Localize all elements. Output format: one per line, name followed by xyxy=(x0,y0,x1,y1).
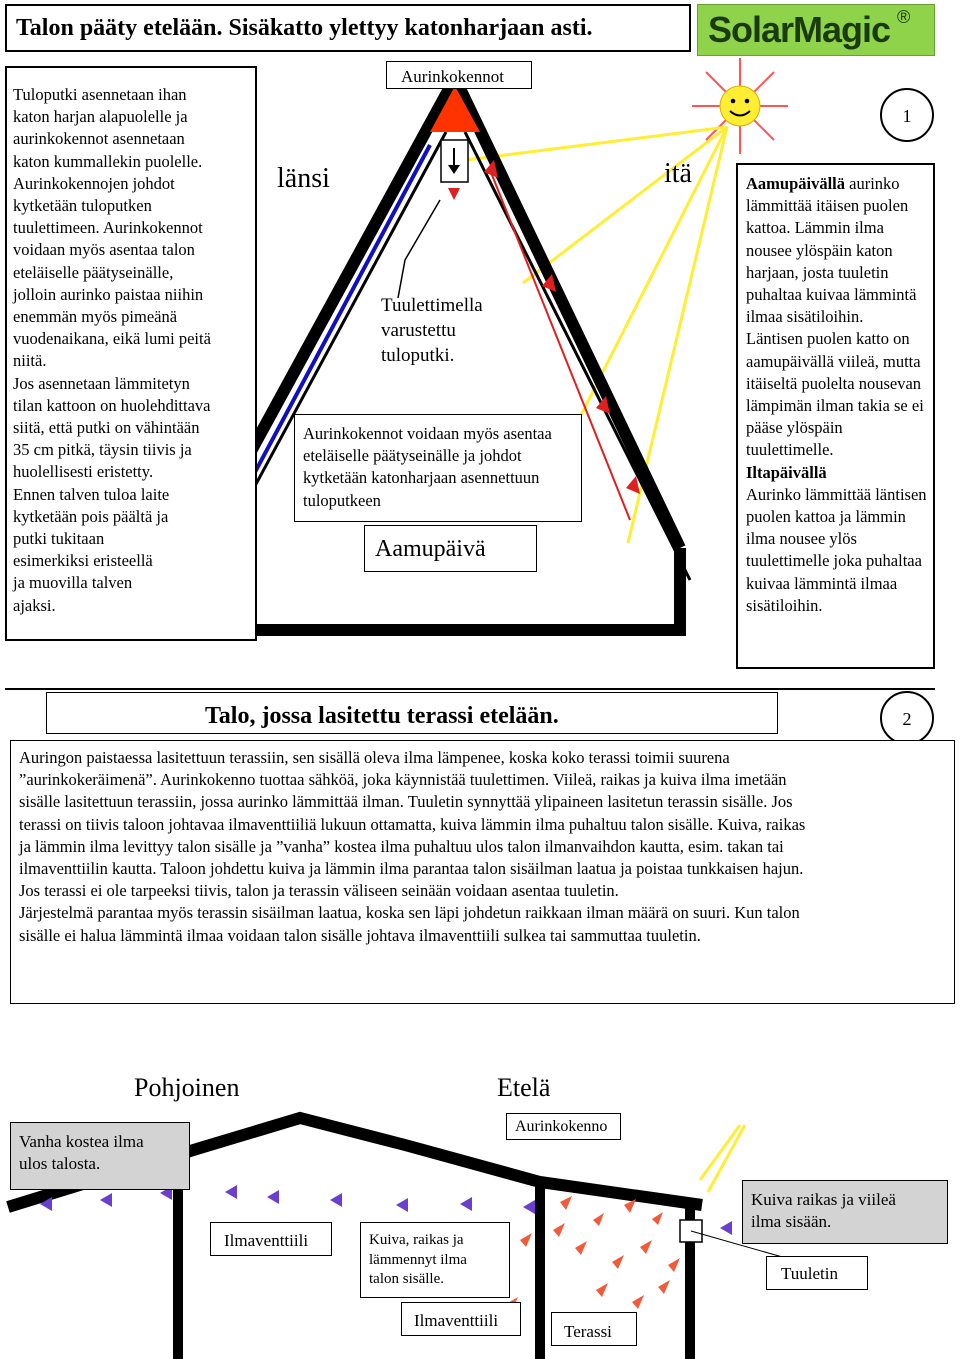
afternoon-text: Aurinko lämmittää läntisen puolen kattoa… xyxy=(746,484,927,615)
page2-body-box: Auringon paistaessa lasitettuun terassii… xyxy=(10,740,955,1004)
fresh-air-box: Kuiva raikas ja viileä ilma sisään. xyxy=(742,1180,948,1244)
fan-box: Tuuletin xyxy=(766,1256,868,1290)
old-air-label: Vanha kostea ilma ulos talosta. xyxy=(19,1132,144,1173)
right-info-text: Aamupäivällä aurinko lämmittää itäisen p… xyxy=(746,173,932,617)
solar-cell-box: Aurinkokenno xyxy=(506,1113,621,1140)
north-label: Pohjoinen xyxy=(134,1073,240,1102)
vent2-box: Ilmaventtiili xyxy=(401,1302,521,1336)
morning-label: Aamupäivä xyxy=(375,536,486,562)
morning-label-box: Aamupäivä xyxy=(364,525,537,572)
afternoon-heading: Iltapäivällä xyxy=(746,462,827,482)
warm-air-box: Kuiva, raikas ja lämmennyt ilma talon si… xyxy=(360,1222,510,1298)
terrace-box: Terassi xyxy=(551,1312,637,1346)
warm-air-label: Kuiva, raikas ja lämmennyt ilma talon si… xyxy=(369,1232,467,1287)
morning-heading: Aamupäivällä xyxy=(746,174,846,193)
solar-cell-label: Aurinkokenno xyxy=(515,1118,608,1135)
left-info-text: Tuloputki asennetaan ihan katon harjan a… xyxy=(13,85,211,615)
logo-registered-mark: ® xyxy=(897,7,911,27)
pipe-label: Tuulettimella varustettu tuloputki. xyxy=(381,295,483,366)
fresh-air-label: Kuiva raikas ja viileä ilma sisään. xyxy=(751,1190,896,1231)
page-number-badge-2: 2 xyxy=(880,691,934,745)
solarmagic-logo: SolarMagic ® xyxy=(697,4,935,56)
page2-title: Talo, jossa lasitettu terassi etelään. xyxy=(205,703,559,729)
cells-label-box: Aurinkokennot xyxy=(386,61,532,89)
old-air-box: Vanha kostea ilma ulos talosta. xyxy=(10,1122,190,1190)
page1-title: Talon pääty etelään. Sisäkatto ylettyy k… xyxy=(16,15,593,41)
red-down-arrow xyxy=(448,188,460,200)
inner-roof-east xyxy=(463,131,692,581)
page-number-badge: 1 xyxy=(880,88,934,142)
left-info-box: Tuloputki asennetaan ihan katon harjan a… xyxy=(5,66,257,641)
center-info-box: Aurinkokennot voidaan myös asentaa etelä… xyxy=(294,414,582,522)
warm-air-arrows xyxy=(484,160,640,494)
vent1-box: Ilmaventtiili xyxy=(210,1222,332,1256)
west-label: länsi xyxy=(277,163,330,194)
sun-icon xyxy=(692,58,788,154)
cells-label: Aurinkokennot xyxy=(401,67,504,86)
morning-text: aurinko lämmittää itäisen puolen kattoa.… xyxy=(746,174,924,460)
south-label: Etelä xyxy=(497,1073,551,1102)
east-label: itä xyxy=(664,158,692,189)
warm-air-lines xyxy=(489,169,631,521)
page-number-1: 1 xyxy=(902,106,912,126)
vent1-label: Ilmaventtiili xyxy=(224,1231,309,1250)
page1-title-box: Talon pääty etelään. Sisäkatto ylettyy k… xyxy=(5,4,691,52)
page2-title-box: Talo, jossa lasitettu terassi etelään. xyxy=(46,692,778,734)
ridge-cells xyxy=(430,86,480,132)
center-info-text: Aurinkokennot voidaan myös asentaa etelä… xyxy=(303,424,552,510)
vent2-label: Ilmaventtiili xyxy=(414,1311,499,1330)
page-number-2: 2 xyxy=(902,709,912,729)
fan-label: Tuuletin xyxy=(781,1264,839,1283)
logo-text: SolarMagic xyxy=(708,9,891,50)
right-info-box: Aamupäivällä aurinko lämmittää itäisen p… xyxy=(736,163,935,669)
sun-ray-lines xyxy=(465,125,729,544)
page2-body-text: Auringon paistaessa lasitettuun terassii… xyxy=(19,748,806,945)
terrace-label: Terassi xyxy=(564,1322,612,1341)
